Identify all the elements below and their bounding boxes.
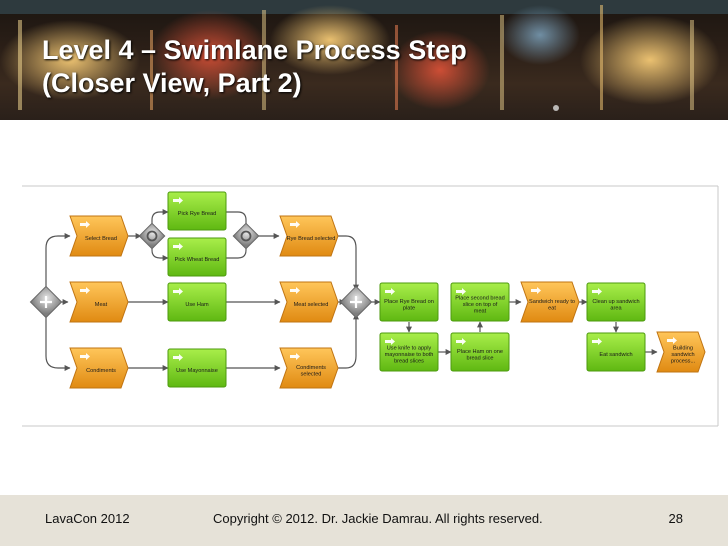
step-shape [586,282,646,322]
step-arrow-icon [592,338,602,345]
connector [45,314,71,371]
step-label: Condiments [86,368,116,374]
step-label: Use Ham [185,302,209,308]
process-step-use-ham: Use Ham [167,282,227,322]
step-label: Meat selected [294,302,329,308]
step-shape [450,332,510,372]
step-arrow-icon [592,288,602,295]
step-arrow-icon [385,288,395,295]
step-arrow-icon [290,221,300,228]
connector [151,209,169,226]
process-step-meat-selected: Meat selected [279,281,339,323]
step-arrow-icon [456,288,466,295]
step-label: Rye Bread selected [287,236,336,242]
step-shape [450,282,510,322]
step-label: Meat [95,302,108,308]
connector [338,235,359,291]
process-step-select-bread: Select Bread [69,215,129,257]
connector [151,246,169,261]
lane-lines [22,185,719,427]
step-arrow-icon [290,353,300,360]
step-shape [167,237,227,277]
step-arrow-icon [173,197,183,204]
step-arrow-icon [456,338,466,345]
step-shape [586,332,646,372]
step-shape [167,282,227,322]
step-arrow-icon [80,353,90,360]
slide-title: Level 4 – Swimlane Process Step (Closer … [42,34,467,100]
process-step-pick-rye-bread: Pick Rye Bread [167,191,227,231]
footer-copyright: Copyright © 2012. Dr. Jackie Damrau. All… [213,511,543,526]
step-arrow-icon [173,288,183,295]
step-arrow-icon [531,287,541,294]
process-step-rye-bread-selected: Rye Bread selected [279,215,339,257]
connectors [45,209,658,371]
slide-footer: LavaCon 2012 Copyright © 2012. Dr. Jacki… [0,495,728,546]
connector [226,211,247,226]
process-step-meat: Meat [69,281,129,323]
step-label: Pick Rye Bread [178,211,217,217]
step-arrow-icon [80,287,90,294]
slide-number: 28 [668,511,683,526]
slide-header: Level 4 – Swimlane Process Step (Closer … [0,0,728,120]
process-step-pick-wheat-bread: Pick Wheat Bread [167,237,227,277]
slide-title-line-1: Level 4 – Swimlane Process Step [42,35,467,65]
step-label: Use Mayonnaise [176,368,218,374]
connector [226,246,247,259]
step-label: Select Bread [85,236,117,242]
gateway-exclusive-split [138,222,166,250]
step-shape [379,282,439,322]
step-label: Pick Wheat Bread [175,257,220,263]
gateway-parallel-join [339,285,373,319]
process-step-eat-sandwich: Eat sandwich [586,332,646,372]
process-step-condiments: Condiments [69,347,129,389]
step-label: Eat sandwich [599,352,632,358]
step-shape [379,332,439,372]
slide-title-line-2: (Closer View, Part 2) [42,68,302,98]
step-arrow-icon [80,221,90,228]
process-step-use-mayonnaise: Use Mayonnaise [167,348,227,388]
step-shape [167,191,227,231]
footer-conference: LavaCon 2012 [45,511,130,526]
step-arrow-icon [173,243,183,250]
step-shape [167,348,227,388]
connector [45,233,71,290]
connector [338,313,359,369]
step-arrow-icon [385,338,395,345]
step-arrow-icon [173,354,183,361]
step-arrow-icon [667,337,677,344]
step-arrow-icon [290,287,300,294]
gateway-exclusive-join [232,222,260,250]
header-photo-backdrop [0,0,728,111]
gateway-parallel-split [29,285,63,319]
